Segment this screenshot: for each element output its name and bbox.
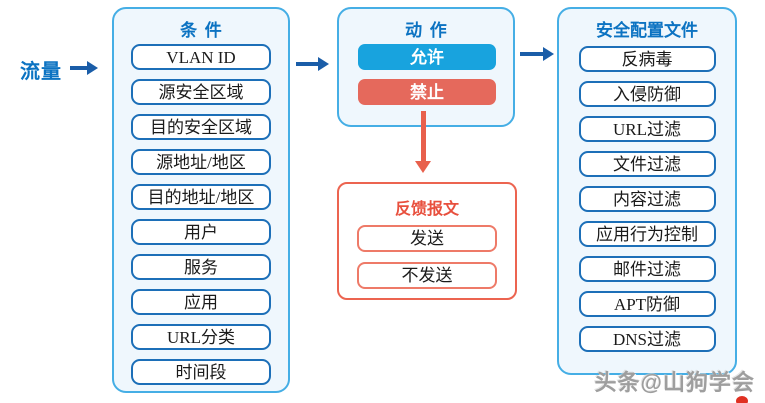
condition-item-vlan-id: VLAN ID <box>131 44 271 70</box>
actions-panel: 动作 允许 禁止 <box>337 7 515 127</box>
profile-item-app-behavior-control: 应用行为控制 <box>578 221 716 247</box>
profile-item-antivirus: 反病毒 <box>578 46 716 72</box>
conditions-item-list: VLAN ID 源安全区域 目的安全区域 源地址/地区 目的地址/地区 用户 服… <box>114 44 288 385</box>
actions-to-profiles-arrow-icon <box>520 47 554 61</box>
deny-action-badge: 禁止 <box>358 79 496 105</box>
feedback-item-send: 发送 <box>357 225 497 252</box>
condition-item-dst-address: 目的地址/地区 <box>131 184 271 210</box>
traffic-arrow-icon <box>70 61 98 75</box>
feedback-item-list: 发送 不发送 <box>339 225 515 289</box>
profile-item-content-filtering: 内容过滤 <box>578 186 716 212</box>
feedback-item-no-send: 不发送 <box>357 262 497 289</box>
profile-item-url-filtering: URL过滤 <box>578 116 716 142</box>
profile-item-file-filtering: 文件过滤 <box>578 151 716 177</box>
traffic-label: 流量 <box>20 61 62 83</box>
conditions-to-actions-arrow-icon <box>296 57 329 71</box>
profile-item-dns-filtering: DNS过滤 <box>578 326 716 352</box>
security-profiles-title: 安全配置文件 <box>596 21 698 40</box>
feedback-title: 反馈报文 <box>394 201 459 218</box>
profile-item-mail-filtering: 邮件过滤 <box>578 256 716 282</box>
watermark-text: 头条@山狗学会 <box>594 370 755 395</box>
condition-item-user: 用户 <box>131 219 271 245</box>
condition-item-dst-zone: 目的安全区域 <box>131 114 271 140</box>
profile-item-intrusion-prevention: 入侵防御 <box>578 81 716 107</box>
security-profiles-panel: 安全配置文件 反病毒 入侵防御 URL过滤 文件过滤 内容过滤 应用行为控制 邮… <box>557 7 737 375</box>
condition-item-url-category: URL分类 <box>131 324 271 350</box>
actions-title: 动作 <box>405 21 455 40</box>
allow-action-badge: 允许 <box>358 44 496 70</box>
profile-item-apt-defense: APT防御 <box>578 291 716 317</box>
condition-item-src-zone: 源安全区域 <box>131 79 271 105</box>
deny-to-feedback-arrow-icon <box>415 111 431 173</box>
security-profiles-item-list: 反病毒 入侵防御 URL过滤 文件过滤 内容过滤 应用行为控制 邮件过滤 APT… <box>559 46 735 352</box>
condition-item-service: 服务 <box>131 254 271 280</box>
conditions-title: 条件 <box>180 21 230 40</box>
condition-item-application: 应用 <box>131 289 271 315</box>
watermark-red-dot-icon <box>736 396 748 403</box>
condition-item-src-address: 源地址/地区 <box>131 149 271 175</box>
condition-item-time-range: 时间段 <box>131 359 271 385</box>
conditions-panel: 条件 VLAN ID 源安全区域 目的安全区域 源地址/地区 目的地址/地区 用… <box>112 7 290 393</box>
feedback-panel: 反馈报文 发送 不发送 <box>337 182 517 300</box>
